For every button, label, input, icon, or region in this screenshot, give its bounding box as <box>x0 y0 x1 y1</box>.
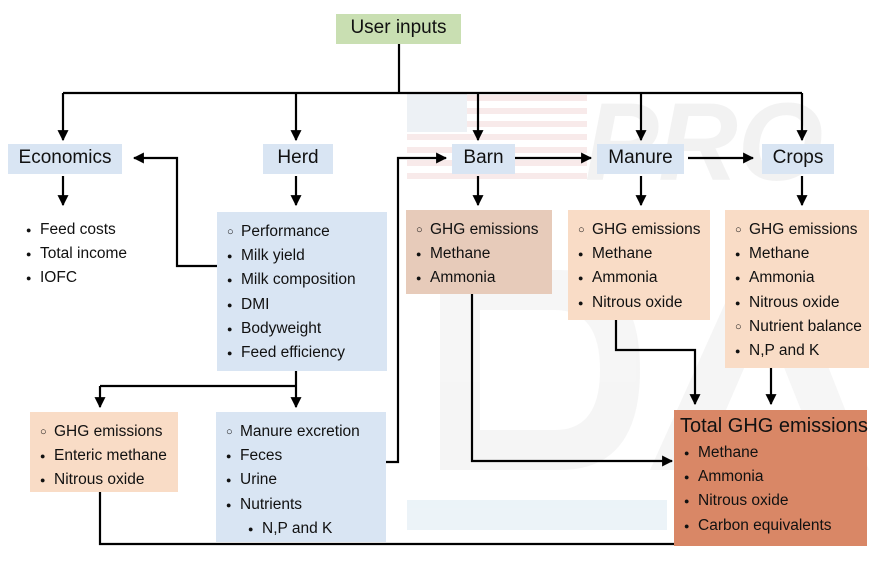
manure-item: Nitrous oxide <box>578 291 710 315</box>
herd-item: Performance <box>227 220 387 244</box>
animal-emissions-details: GHG emissions Enteric methane Nitrous ox… <box>30 412 178 493</box>
herd-item: Feed efficiency <box>227 341 387 365</box>
herd-item: Bodyweight <box>227 317 387 341</box>
excretion-item: Feces <box>226 444 386 468</box>
excretion-item: N,P and K <box>248 517 386 541</box>
total-ghg-item: Carbon equivalents <box>684 514 867 538</box>
manure-item: Ammonia <box>578 266 710 290</box>
crops-item: GHG emissions <box>735 218 869 242</box>
animal-emissions-item: Enteric methane <box>40 444 178 468</box>
barn-node: Barn <box>452 144 515 174</box>
total-ghg-item: Nitrous oxide <box>684 489 867 513</box>
animal-emissions-item: GHG emissions <box>40 420 178 444</box>
crops-label: Crops <box>772 147 824 168</box>
economics-node: Economics <box>8 144 122 174</box>
economics-item: Feed costs <box>26 218 156 242</box>
manure-excretion-details: Manure excretion Feces Urine Nutrients N… <box>216 412 386 542</box>
herd-item: Milk yield <box>227 244 387 268</box>
user-inputs-node: User inputs <box>336 14 461 44</box>
total-ghg-node: Total GHG emissions Methane Ammonia Nitr… <box>674 410 868 546</box>
excretion-item: Nutrients <box>226 493 386 517</box>
herd-label: Herd <box>277 147 319 168</box>
total-ghg-item: Ammonia <box>684 465 867 489</box>
economics-outputs: Feed costs Total income IOFC <box>16 210 156 291</box>
barn-item: Methane <box>416 242 552 266</box>
user-inputs-label: User inputs <box>350 17 447 38</box>
herd-item: Milk composition <box>227 268 387 292</box>
total-ghg-title: Total GHG emissions <box>680 415 868 437</box>
manure-item: GHG emissions <box>578 218 710 242</box>
barn-item: GHG emissions <box>416 218 552 242</box>
manure-node: Manure <box>597 144 684 174</box>
crops-item: N,P and K <box>735 339 869 363</box>
crops-item: Methane <box>735 242 869 266</box>
crops-node: Crops <box>762 144 834 174</box>
barn-item: Ammonia <box>416 266 552 290</box>
total-ghg-item: Methane <box>684 441 867 465</box>
svg-text:PRO: PRO <box>585 81 823 204</box>
economics-label: Economics <box>18 147 112 168</box>
manure-label: Manure <box>608 147 673 168</box>
crops-item: Nitrous oxide <box>735 291 869 315</box>
barn-label: Barn <box>463 147 504 168</box>
excretion-item: Urine <box>226 468 386 492</box>
economics-item: Total income <box>26 242 156 266</box>
crops-item: Nutrient balance <box>735 315 869 339</box>
excretion-item: Manure excretion <box>226 420 386 444</box>
herd-node: Herd <box>263 144 333 174</box>
manure-item: Methane <box>578 242 710 266</box>
crops-details: GHG emissions Methane Ammonia Nitrous ox… <box>725 210 869 368</box>
animal-emissions-item: Nitrous oxide <box>40 468 178 492</box>
economics-item: IOFC <box>26 266 156 290</box>
manure-details: GHG emissions Methane Ammonia Nitrous ox… <box>568 210 710 320</box>
herd-item: DMI <box>227 293 387 317</box>
crops-item: Ammonia <box>735 266 869 290</box>
herd-details: Performance Milk yield Milk composition … <box>217 212 387 371</box>
barn-details: GHG emissions Methane Ammonia <box>406 210 552 294</box>
